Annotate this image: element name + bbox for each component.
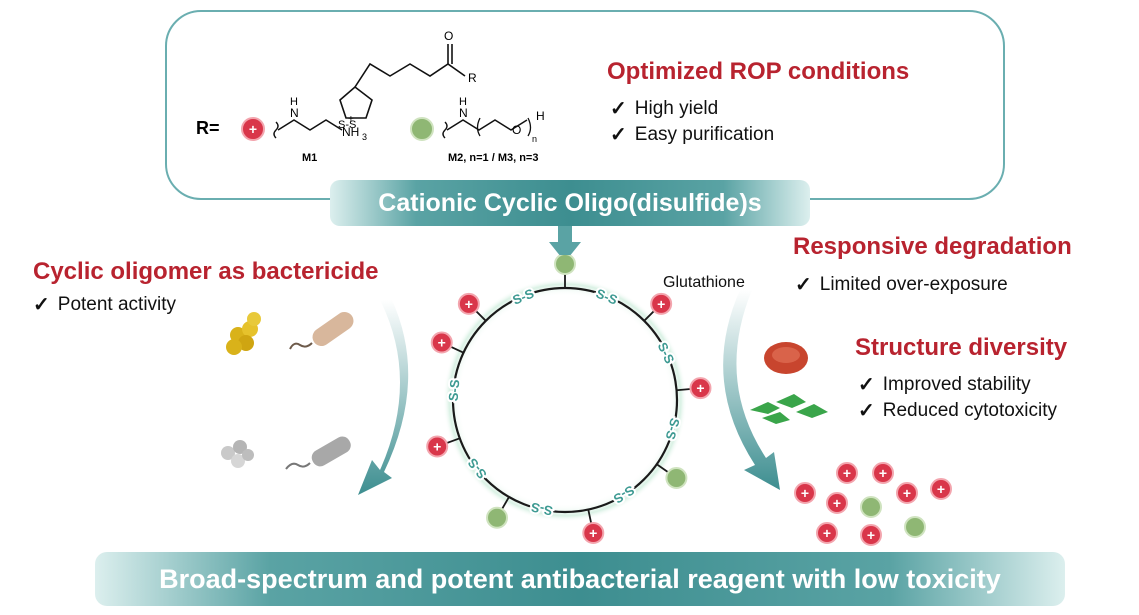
svg-text:+: + xyxy=(348,114,354,125)
cation-fragment-icon xyxy=(896,482,918,504)
cation-bead-icon xyxy=(457,292,480,315)
bactericide-heading: Cyclic oligomer as bactericide xyxy=(33,258,379,285)
neutral-bead-icon xyxy=(554,255,576,275)
cation-plus: + xyxy=(801,485,809,501)
check-icon: ✓ xyxy=(795,274,812,296)
cation-fragment-icon xyxy=(930,478,952,500)
m1-hydrogen: H xyxy=(290,96,298,108)
m1-label: M1 xyxy=(302,152,317,164)
check-icon: ✓ xyxy=(610,98,627,120)
cation-bead-icon xyxy=(426,435,449,458)
dead-coccus-icon xyxy=(221,440,254,468)
cation-plus: + xyxy=(879,465,887,481)
r-equals-label: R= xyxy=(196,118,220,138)
carbonyl-oxygen: O xyxy=(444,29,453,43)
disulfide-atoms: S-S xyxy=(338,119,356,131)
cation-plus: + xyxy=(823,525,831,541)
cation-plus: + xyxy=(937,481,945,497)
cation-plus: + xyxy=(465,296,473,312)
degraded-fragments: ++++++++ xyxy=(794,462,952,546)
cation-plus: + xyxy=(249,121,257,137)
check-icon: ✓ xyxy=(610,124,627,146)
r-group-atom: R xyxy=(468,71,477,85)
cation-plus: + xyxy=(843,465,851,481)
cation-fragment-icon xyxy=(872,462,894,484)
disulfide-label: S-S xyxy=(529,499,554,518)
disulfide-label: S-S xyxy=(446,379,463,402)
checklist-item: ✓Reduced cytotoxicity xyxy=(858,399,1058,423)
monomer-structure-diagram: S-S O R R= + N H NH 3 + M1 N H O n H M2,… xyxy=(196,29,545,164)
rop-heading: Optimized ROP conditions xyxy=(607,58,910,85)
neutral-bead-icon xyxy=(665,467,688,490)
cation-bead-icon xyxy=(689,377,712,400)
checklist-item: ✓Improved stability xyxy=(858,373,1031,397)
cation-plus: + xyxy=(696,380,704,396)
cation-fragment-icon xyxy=(826,492,848,514)
degradation-heading: Responsive degradation xyxy=(793,233,1072,260)
cation-fragment-icon xyxy=(794,482,816,504)
check-icon: ✓ xyxy=(858,400,875,422)
check-icon: ✓ xyxy=(33,294,50,316)
checklist-item: ✓High yield xyxy=(610,97,719,121)
glutathione-label: Glutathione xyxy=(663,274,745,291)
svg-text:O: O xyxy=(512,123,521,137)
neutral-fragment-icon xyxy=(904,516,926,538)
dead-bacillus-icon xyxy=(285,436,351,470)
neutral-bead-icon xyxy=(410,117,434,141)
cation-plus: + xyxy=(438,335,446,351)
bacillus-icon xyxy=(289,311,354,350)
cationic-cyclic-banner: Cationic Cyclic Oligo(disulfide)s xyxy=(330,180,810,226)
checklist-item: ✓Potent activity xyxy=(33,293,177,317)
cation-bead-icon xyxy=(241,117,265,141)
cation-bead-icon xyxy=(650,292,673,315)
dithiolane-ring xyxy=(339,85,373,119)
coccus-cluster-icon xyxy=(226,312,261,355)
m1-chain xyxy=(277,119,343,131)
right-curved-arrow-icon xyxy=(723,290,780,490)
svg-text:H: H xyxy=(536,109,545,123)
check-icon: ✓ xyxy=(858,374,875,396)
cation-plus: + xyxy=(657,296,665,312)
m2-m3-label: M2, n=1 / M3, n=3 xyxy=(448,152,538,164)
svg-text:3: 3 xyxy=(362,132,367,142)
svg-text:H: H xyxy=(459,96,467,108)
svg-text:N: N xyxy=(459,106,468,120)
neutral-fragment-icon xyxy=(860,496,882,518)
checklist-item: ✓Easy purification xyxy=(610,123,775,147)
summary-banner: Broad-spectrum and potent antibacterial … xyxy=(95,552,1065,606)
cation-fragment-icon xyxy=(836,462,858,484)
m2-chain xyxy=(446,119,528,131)
alkyl-chain xyxy=(354,62,466,88)
m1-nitrogen: N xyxy=(290,106,299,120)
cation-plus: + xyxy=(867,527,875,543)
cation-plus: + xyxy=(833,495,841,511)
cation-plus: + xyxy=(589,525,597,541)
cation-plus: + xyxy=(903,485,911,501)
cation-fragment-icon xyxy=(860,524,882,546)
down-arrow-icon xyxy=(549,226,581,262)
svg-text:n: n xyxy=(532,134,537,144)
fibroblast-cells-icon xyxy=(750,394,828,424)
cation-bead-icon xyxy=(430,331,453,354)
neutral-bead-icon xyxy=(486,506,508,529)
checklist-item: ✓Limited over-exposure xyxy=(795,273,1008,297)
cation-bead-icon xyxy=(582,522,605,545)
cell-illustration xyxy=(750,342,828,424)
ammonium-group: NH xyxy=(342,125,359,139)
diversity-heading: Structure diversity xyxy=(855,334,1068,361)
cation-plus: + xyxy=(433,439,441,455)
bacteria-illustration xyxy=(221,311,354,470)
cation-fragment-icon xyxy=(816,522,838,544)
